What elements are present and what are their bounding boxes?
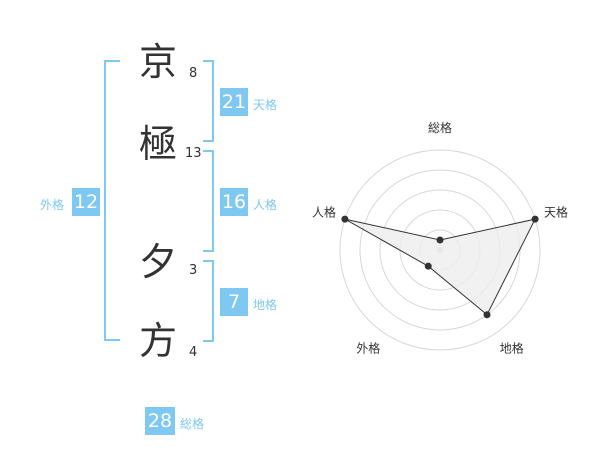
jinkaku-value: 16 <box>220 188 248 216</box>
jinkaku-bracket <box>203 150 214 252</box>
stroke-count-2: 13 <box>185 146 202 161</box>
stroke-count-3: 3 <box>189 263 198 278</box>
radar-point <box>531 215 539 223</box>
chikaku-bracket <box>203 260 214 342</box>
stroke-count-1: 8 <box>189 66 198 81</box>
jinkaku-label: 人格 <box>253 198 278 212</box>
chikaku-label: 地格 <box>253 298 278 312</box>
gaikaku-bracket <box>104 60 120 341</box>
radar-axis-label: 天格 <box>544 204 568 219</box>
chikaku-value: 7 <box>220 288 248 316</box>
radar-point <box>483 311 491 319</box>
radar-point <box>341 215 349 223</box>
gaikaku-value: 12 <box>72 188 100 216</box>
radar-ring <box>339 149 541 351</box>
tenkaku-bracket <box>203 60 214 142</box>
radar-point <box>424 262 432 270</box>
radar-axis-label: 外格 <box>356 341 380 356</box>
radar-axis-label: 人格 <box>312 204 336 219</box>
name-char-1: 京 <box>139 40 178 84</box>
name-char-3: 夕 <box>139 240 178 284</box>
radar-axis-label: 総格 <box>428 120 452 135</box>
name-char-2: 極 <box>139 122 178 166</box>
name-char-4: 方 <box>139 319 178 363</box>
radar-point <box>436 236 444 244</box>
gaikaku-label: 外格 <box>40 198 65 212</box>
tenkaku-label: 天格 <box>253 98 278 112</box>
radar-area <box>344 218 537 316</box>
soukaku-label: 総格 <box>180 417 205 431</box>
tenkaku-value: 21 <box>220 88 248 116</box>
soukaku-value: 28 <box>145 407 175 435</box>
radar-axis-label: 地格 <box>500 341 524 356</box>
radar-points <box>341 215 539 319</box>
stroke-count-4: 4 <box>189 345 198 360</box>
